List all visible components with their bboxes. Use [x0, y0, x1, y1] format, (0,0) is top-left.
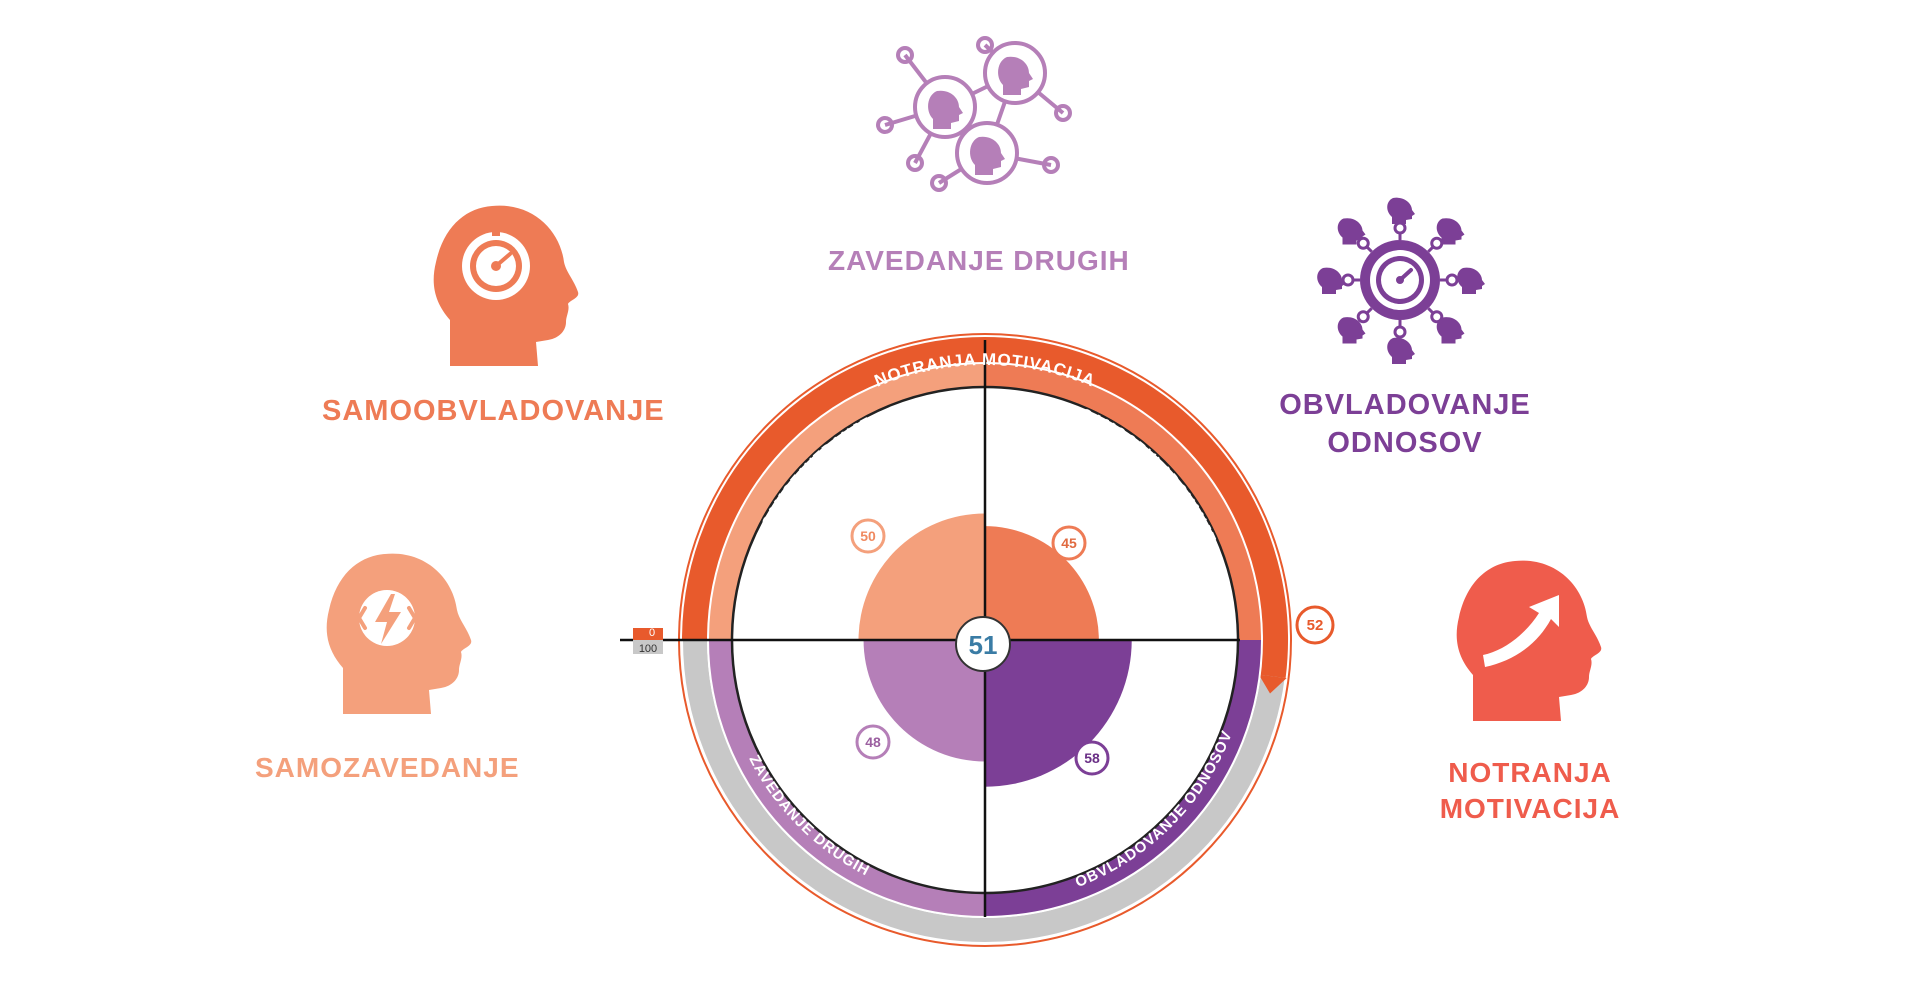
- center-score: 51: [955, 616, 1011, 672]
- label-obvladovanje-line2: ODNOSOV: [1327, 426, 1483, 459]
- scale-min-label: 0: [649, 627, 655, 639]
- person-head-icon: [1436, 218, 1465, 245]
- score-wedge-samozavedanje: [858, 513, 985, 640]
- connector-dot: [1445, 273, 1459, 287]
- person-head-icon: [1436, 317, 1465, 344]
- badge-obvladovanje-odnosov: 58: [1074, 740, 1110, 776]
- connector-dot: [1430, 310, 1444, 324]
- person-head-icon: [1457, 267, 1485, 294]
- person-head-icon: [1317, 267, 1345, 294]
- motivation-score-badge: 52: [1295, 605, 1335, 645]
- badge-samoobvladovanje: 45: [1051, 525, 1087, 561]
- center-score-value: 51: [969, 630, 998, 660]
- person-head-icon: [1387, 337, 1415, 364]
- connector-dot: [1430, 236, 1444, 250]
- scale-max-label: 100: [639, 643, 657, 655]
- badge-samozavedanje: 50: [850, 518, 886, 554]
- head-gauge-icon: [433, 205, 579, 366]
- label-notranja-motivacija: NOTRANJA MOTIVACIJA: [1420, 755, 1640, 828]
- label-samoobvladovanje: SAMOOBVLADOVANJE: [322, 395, 665, 427]
- head-rising-arrow-icon: [1456, 560, 1602, 721]
- label-zavedanje-drugih: ZAVEDANJE DRUGIH: [828, 245, 1130, 276]
- motivation-progress-arc: [682, 336, 1288, 678]
- badge-value-zavedanje-drugih: 48: [865, 734, 881, 750]
- quadrant-bands: [708, 363, 1262, 917]
- badge-zavedanje-drugih: 48: [855, 724, 891, 760]
- person-head-icon: [1337, 218, 1366, 245]
- badge-value-samozavedanje: 50: [860, 528, 876, 544]
- connector-dot: [1356, 310, 1370, 324]
- badge-value-samoobvladovanje: 45: [1061, 535, 1077, 551]
- score-wedge-obvladovanje-odnosov: [985, 640, 1132, 787]
- network-heads-icon: [876, 36, 1072, 192]
- person-head-icon: [1337, 317, 1366, 344]
- band-zavedanje-drugih: [708, 640, 985, 917]
- label-notranja-line1: NOTRANJA: [1448, 757, 1612, 788]
- connector-dot: [1393, 325, 1407, 339]
- band-samozavedanje: [708, 363, 985, 640]
- label-samozavedanje: SAMOZAVEDANJE: [255, 752, 520, 783]
- label-obvladovanje-line1: OBVLADOVANJE: [1279, 389, 1531, 421]
- band-obvladovanje-odnosov: [985, 640, 1262, 917]
- score-wedge-zavedanje-drugih: [863, 640, 985, 762]
- label-obvladovanje-odnosov: OBVLADOVANJE ODNOSOV: [1275, 387, 1535, 462]
- badge-value-obvladovanje-odnosov: 58: [1084, 750, 1100, 766]
- person-head-icon: [1387, 197, 1415, 224]
- head-lightning-icon: [326, 553, 472, 714]
- connector-dot: [1393, 221, 1407, 235]
- connector-dot: [1356, 236, 1370, 250]
- gauge-surrounded-by-heads-icon: [1317, 197, 1485, 364]
- score-wedge-samoobvladovanje: [985, 526, 1099, 640]
- band-samoobvladovanje: [985, 363, 1262, 640]
- motivation-pointer: [1258, 674, 1287, 694]
- connector-dot: [1341, 273, 1355, 287]
- motivation-score-value: 52: [1307, 617, 1324, 634]
- label-notranja-line2: MOTIVACIJA: [1439, 793, 1621, 825]
